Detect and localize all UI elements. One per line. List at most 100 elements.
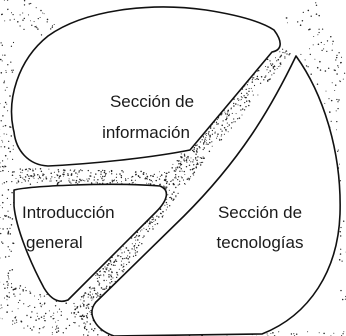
stipple-dot (118, 255, 120, 257)
stipple-dot (158, 216, 160, 218)
stipple-dot (26, 174, 29, 176)
stipple-dot (16, 321, 18, 323)
stipple-dot (151, 221, 154, 224)
stipple-dot (1, 160, 4, 162)
stipple-dot (7, 158, 9, 160)
stipple-dot (279, 56, 281, 58)
stipple-dot (134, 237, 135, 238)
stipple-dot (186, 157, 188, 159)
stipple-dot (270, 63, 272, 65)
stipple-dot (29, 168, 32, 171)
stipple-dot (106, 285, 108, 287)
stipple-dot (188, 178, 190, 181)
stipple-dot (171, 193, 173, 195)
stipple-dot (244, 102, 246, 104)
stipple-dot (202, 161, 204, 163)
stipple-dot (43, 178, 45, 180)
stipple-dot (104, 266, 106, 268)
stipple-dot (182, 179, 185, 181)
section-tecnologias-piece[interactable] (91, 55, 341, 336)
stipple-dot (11, 171, 14, 173)
stipple-dot (175, 174, 177, 176)
stipple-dot (65, 327, 67, 330)
stipple-dot (86, 321, 88, 323)
section-informacion-piece[interactable] (10, 6, 281, 167)
stipple-dot (9, 217, 11, 219)
stipple-dot (17, 302, 19, 304)
stipple-dot (115, 276, 118, 279)
stipple-dot (178, 166, 181, 168)
stipple-dot (4, 215, 6, 217)
stipple-dot (149, 221, 151, 223)
stipple-dot (7, 189, 10, 191)
stipple-dot (312, 44, 314, 46)
stipple-dot (79, 304, 81, 306)
stipple-dot (342, 333, 344, 335)
stipple-dot (269, 78, 271, 80)
stipple-dot (58, 308, 61, 310)
stipple-dot (108, 263, 110, 265)
stipple-dot (86, 304, 88, 307)
stipple-dot (265, 65, 267, 68)
stipple-dot (38, 332, 40, 334)
stipple-dot (68, 178, 70, 180)
stipple-dot (5, 215, 8, 217)
stipple-dot (19, 285, 22, 287)
stipple-dot (258, 70, 260, 72)
stipple-dot (22, 12, 24, 14)
stipple-dot (120, 174, 123, 177)
stipple-dot (241, 99, 242, 101)
stipple-dot (180, 161, 182, 163)
stipple-dot (44, 312, 47, 315)
stipple-dot (279, 65, 281, 67)
stipple-dot (84, 180, 86, 182)
stipple-dot (166, 203, 168, 205)
stipple-dot (208, 134, 210, 136)
stipple-dot (226, 122, 228, 124)
stipple-dot (134, 179, 136, 181)
stipple-dot (192, 161, 194, 163)
stipple-dot (63, 171, 65, 173)
stipple-dot (127, 258, 129, 260)
stipple-dot (214, 131, 216, 133)
stipple-dot (128, 250, 130, 252)
stipple-dot (216, 119, 219, 121)
stipple-dot (110, 262, 112, 264)
stipple-dot (73, 170, 75, 172)
stipple-dot (27, 14, 30, 16)
stipple-dot (1, 241, 3, 243)
stipple-dot (190, 176, 192, 178)
stipple-dot (145, 228, 147, 231)
stipple-dot (99, 270, 101, 273)
stipple-dot (29, 292, 32, 294)
stipple-dot (177, 184, 179, 186)
stipple-dot (240, 109, 242, 111)
stipple-dot (7, 231, 10, 234)
stipple-dot (100, 287, 103, 289)
stipple-dot (276, 68, 278, 70)
stipple-dot (286, 22, 288, 24)
stipple-dot (257, 70, 259, 72)
stipple-dot (196, 148, 198, 150)
stipple-dot (332, 43, 333, 45)
stipple-dot (104, 271, 107, 273)
stipple-dot (248, 99, 250, 102)
stipple-dot (304, 59, 306, 61)
stipple-dot (19, 293, 21, 295)
stipple-dot (175, 169, 177, 171)
stipple-dot (0, 120, 2, 122)
stipple-dot (319, 60, 321, 63)
stipple-dot (6, 0, 9, 1)
stipple-dot (224, 111, 226, 113)
stipple-dot (172, 182, 175, 185)
stipple-dot (248, 88, 250, 90)
stipple-dot (323, 48, 325, 50)
stipple-dot (106, 279, 108, 281)
stipple-dot (0, 42, 2, 44)
stipple-dot (134, 171, 137, 173)
stipple-dot (130, 179, 133, 182)
stipple-dot (103, 275, 105, 277)
section-introduccion-piece[interactable] (13, 183, 168, 303)
stipple-dot (70, 312, 73, 314)
stipple-dot (1, 44, 3, 46)
